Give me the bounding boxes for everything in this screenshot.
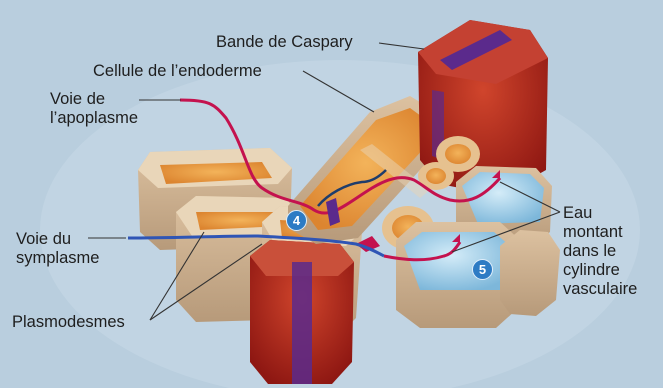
label-water-rising: Eau montant dans le cylindre vasculaire bbox=[563, 204, 637, 299]
label-symplast-route: Voie du symplasme bbox=[16, 230, 99, 268]
label-casparian-strip: Bande de Caspary bbox=[216, 33, 353, 52]
label-endoderm-cell: Cellule de l’endoderme bbox=[93, 62, 262, 81]
vascular-cell-right bbox=[500, 230, 560, 316]
label-apoplast-route: Voie de l’apoplasme bbox=[50, 90, 138, 128]
marker-step-4: 4 bbox=[286, 210, 307, 231]
label-plasmodesmata: Plasmodesmes bbox=[12, 313, 125, 332]
marker-step-5: 5 bbox=[472, 259, 493, 280]
endoderm-cell-front bbox=[250, 240, 354, 384]
